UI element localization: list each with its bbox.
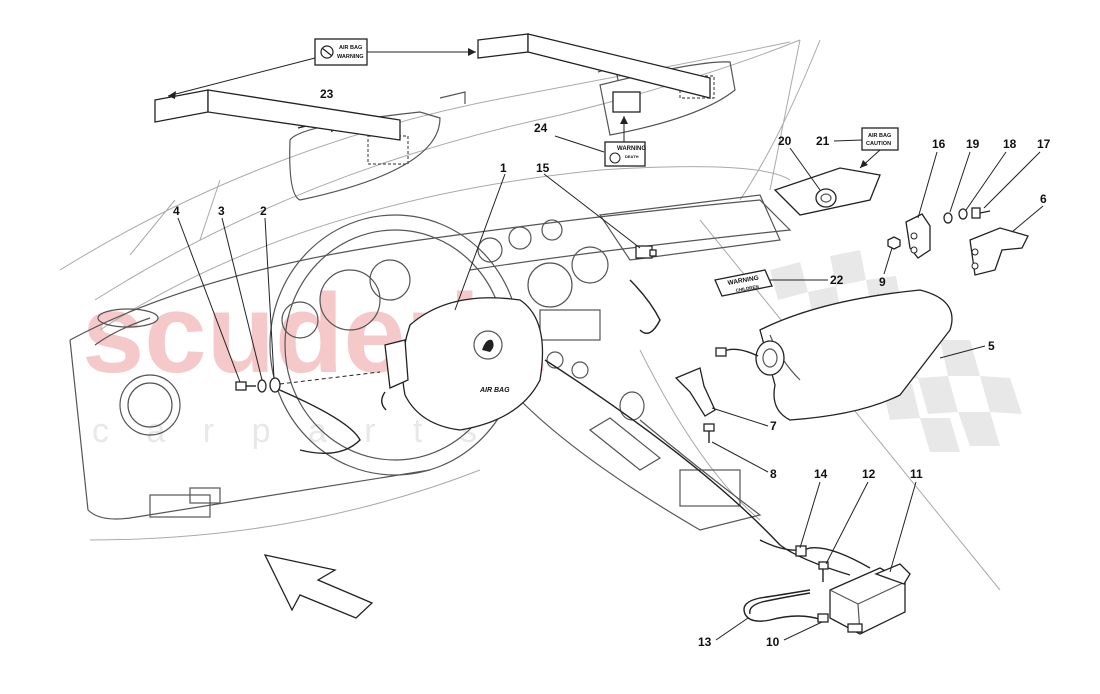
callout-8: 8 bbox=[770, 467, 777, 481]
callout-12: 12 bbox=[862, 467, 876, 481]
screw-12 bbox=[818, 561, 829, 582]
steering-hub-label: AIR BAG bbox=[479, 387, 510, 394]
sticker-23-line1: AIR BAG bbox=[339, 45, 362, 51]
nut-9 bbox=[887, 236, 901, 250]
direction-arrow bbox=[263, 554, 374, 619]
callout-18: 18 bbox=[1003, 137, 1017, 151]
driver-airbag-module: AIR BAG bbox=[381, 297, 544, 431]
bracket-16 bbox=[905, 213, 931, 259]
callout-23: 23 bbox=[320, 87, 334, 101]
callout-10: 10 bbox=[766, 635, 780, 649]
connector-15 bbox=[635, 245, 657, 259]
washer-18 bbox=[958, 208, 968, 220]
watermark-sub: c a r p a r t s bbox=[92, 412, 491, 450]
callout-9: 9 bbox=[879, 275, 886, 289]
airbag-warning-sticker: AIR BAG WARNING bbox=[167, 38, 476, 99]
label-plate-right bbox=[477, 33, 711, 99]
callout-1: 1 bbox=[500, 161, 507, 175]
sticker-21-line2: CAUTION bbox=[866, 141, 891, 147]
label-plate-left bbox=[154, 89, 401, 141]
callout-2: 2 bbox=[260, 204, 267, 218]
warning-sticker-24: WARNING DEATH bbox=[604, 116, 646, 167]
sticker-24-line1: WARNING bbox=[617, 146, 646, 152]
washer-19 bbox=[943, 212, 953, 224]
sticker-22-line2: CHILDREN bbox=[735, 284, 759, 293]
callout-11: 11 bbox=[910, 467, 923, 481]
callout-22: 22 bbox=[830, 273, 844, 287]
sticker-24-line2: DEATH bbox=[625, 154, 639, 159]
callout-3: 3 bbox=[218, 204, 225, 218]
callout-16: 16 bbox=[932, 137, 946, 151]
bracket-7 bbox=[674, 367, 716, 417]
passenger-airbag-housing bbox=[773, 167, 881, 216]
sticker-21-line1: AIR BAG bbox=[868, 133, 891, 139]
passenger-airbag-module bbox=[715, 289, 953, 421]
warning-children-sticker: WARNING CHILDREN bbox=[714, 269, 773, 297]
sticker-23-line2: WARNING bbox=[337, 54, 364, 60]
callout-14: 14 bbox=[814, 467, 828, 481]
callout-6: 6 bbox=[1040, 192, 1047, 206]
callout-19: 19 bbox=[966, 137, 980, 151]
bolt-4 bbox=[235, 381, 256, 391]
screw-8 bbox=[703, 423, 715, 443]
callout-15: 15 bbox=[536, 161, 550, 175]
screw-17 bbox=[971, 207, 991, 219]
callouts: 1 2 3 4 5 6 7 8 9 10 11 12 13 14 15 16 1… bbox=[173, 87, 1051, 649]
callout-24: 24 bbox=[534, 121, 548, 135]
washer-3 bbox=[257, 379, 267, 393]
callout-17: 17 bbox=[1037, 137, 1051, 151]
callout-7: 7 bbox=[770, 419, 777, 433]
callout-20: 20 bbox=[778, 134, 792, 148]
ground-cable-13 bbox=[743, 589, 829, 623]
airbag-control-unit bbox=[829, 563, 911, 635]
callout-13: 13 bbox=[698, 635, 712, 649]
washer-2 bbox=[269, 377, 281, 393]
callout-21: 21 bbox=[816, 134, 830, 148]
callout-5: 5 bbox=[988, 339, 995, 353]
callout-4: 4 bbox=[173, 204, 180, 218]
airbag-caution-sticker: AIR BAG CAUTION bbox=[859, 127, 899, 169]
bracket-6 bbox=[969, 227, 1029, 276]
